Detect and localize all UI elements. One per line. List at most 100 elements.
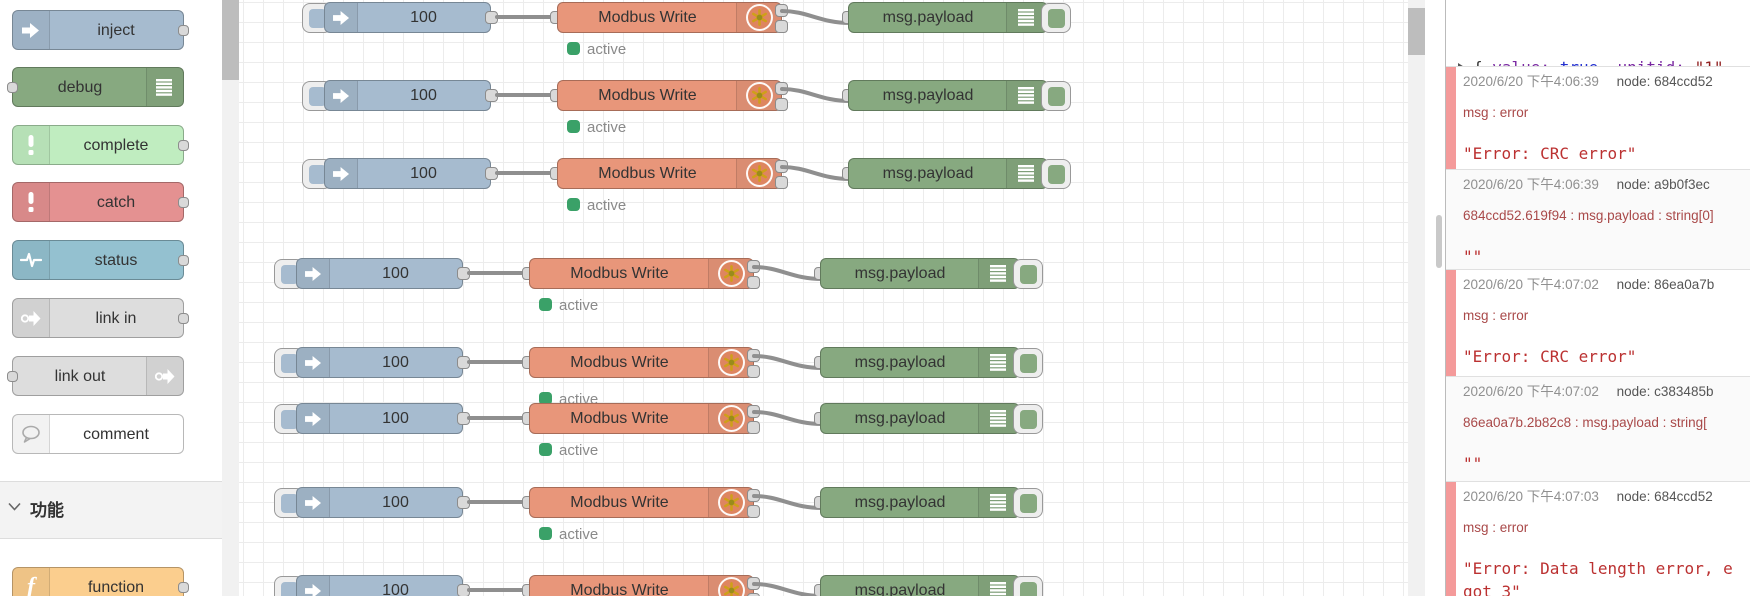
modbus-icon-section <box>708 488 753 517</box>
sidebar-scrollbar-thumb[interactable] <box>1436 215 1442 268</box>
palette-node-comment[interactable]: comment <box>12 414 184 454</box>
chevron-down-icon[interactable] <box>8 502 21 511</box>
debug-toggle-button[interactable] <box>1041 159 1071 189</box>
palette-node-inject[interactable]: inject <box>12 10 189 50</box>
palette-node-port <box>178 140 189 151</box>
debug-toggle-button[interactable] <box>1013 348 1043 378</box>
palette-node-link-out[interactable]: link out <box>7 356 184 396</box>
debug-lines-icon <box>978 259 1019 288</box>
debug-node[interactable]: msg.payload <box>820 347 1020 378</box>
inject-arrow-icon <box>325 81 358 110</box>
palette-node-port <box>178 313 189 324</box>
inject-node[interactable]: 100 <box>296 403 463 434</box>
debug-toggle-button[interactable] <box>1013 404 1043 434</box>
modbus-write-node[interactable]: Modbus Write <box>557 80 782 111</box>
debug-node[interactable]: msg.payload <box>848 158 1048 189</box>
debug-toggle-button[interactable] <box>1013 576 1043 596</box>
debug-lines-icon <box>1006 81 1047 110</box>
palette-node-complete[interactable]: complete <box>12 125 189 165</box>
output-port[interactable] <box>775 176 788 189</box>
debug-node[interactable]: msg.payload <box>820 575 1020 596</box>
palette-section-function[interactable]: 功能 <box>0 481 222 539</box>
debug-node[interactable]: msg.payload <box>848 2 1048 33</box>
inject-node[interactable]: 100 <box>324 2 491 33</box>
flow-canvas[interactable]: 100 Modbus Write msg.payload <box>239 0 1408 596</box>
output-port[interactable] <box>775 20 788 33</box>
modbus-write-node[interactable]: Modbus Write <box>529 347 754 378</box>
modbus-icon-section <box>708 259 753 288</box>
flow-row: 100 Modbus Write msg.payload <box>274 403 1064 465</box>
canvas-scrollbar-thumb[interactable] <box>1408 8 1425 55</box>
palette-node-function[interactable]: f function <box>12 567 189 596</box>
palette-node-catch[interactable]: catch <box>12 182 189 222</box>
palette-node-label: comment <box>83 426 149 443</box>
palette-node-port <box>178 197 189 208</box>
inject-node[interactable]: 100 <box>296 347 463 378</box>
palette-node-link-in[interactable]: link in <box>12 298 189 338</box>
modbus-write-node[interactable]: Modbus Write <box>529 487 754 518</box>
palette-section-label: 功能 <box>30 501 64 520</box>
debug-toggle-button[interactable] <box>1041 3 1071 33</box>
node-id: node: 684ccd52 <box>1616 74 1713 89</box>
inject-node[interactable]: 100 <box>296 487 463 518</box>
output-port[interactable] <box>747 593 760 596</box>
debug-toggle-fill <box>1019 409 1037 429</box>
status-dot-icon <box>567 198 580 211</box>
debug-lines-icon <box>978 404 1019 433</box>
inject-node[interactable]: 100 <box>296 575 463 596</box>
palette-node-status[interactable]: status <box>12 240 189 280</box>
timestamp: 2020/6/20 下午4:07:02 <box>1463 384 1599 399</box>
debug-message[interactable]: 2020/6/20 下午4:06:39 node: 684ccd52 msg :… <box>1446 67 1750 170</box>
output-port[interactable] <box>747 505 760 518</box>
modbus-node-label: Modbus Write <box>570 410 669 427</box>
debug-message[interactable]: 2020/6/20 下午4:07:03 node: 684ccd52 msg :… <box>1446 482 1750 596</box>
debug-message[interactable]: 2020/6/20 下午4:07:02 node: 86ea0a7b msg :… <box>1446 270 1750 377</box>
output-port[interactable] <box>747 365 760 378</box>
wire <box>495 93 552 97</box>
status-dot-icon <box>539 443 552 456</box>
message-property-path: 86ea0a7b.2b82c8 : msg.payload : string[ <box>1463 415 1707 430</box>
debug-message[interactable]: 2020/6/20 下午4:07:02 node: c383485b 86ea0… <box>1446 377 1750 482</box>
modbus-flower-icon <box>745 160 773 187</box>
debug-message[interactable]: 2020/6/20 下午4:06:39 node: a9b0f3ec 684cc… <box>1446 170 1750 270</box>
output-port[interactable] <box>775 98 788 111</box>
inject-arrow-icon <box>297 259 330 288</box>
inject-button-fill <box>280 409 298 429</box>
debug-node[interactable]: msg.payload <box>848 80 1048 111</box>
debug-message-meta: 2020/6/20 下午4:06:39 node: 684ccd52 <box>1463 73 1746 91</box>
palette-node-debug[interactable]: debug <box>7 67 184 107</box>
function-f-icon: f <box>27 574 35 596</box>
debug-toggle-button[interactable] <box>1013 259 1043 289</box>
palette-node-label: debug <box>57 79 103 96</box>
debug-toggle-button[interactable] <box>1041 81 1071 111</box>
node-id: node: 86ea0a7b <box>1616 277 1715 292</box>
modbus-write-node[interactable]: Modbus Write <box>529 403 754 434</box>
inject-node[interactable]: 100 <box>296 258 463 289</box>
palette-scrollbar-thumb[interactable] <box>222 0 239 80</box>
output-port[interactable] <box>747 276 760 289</box>
expand-caret-icon[interactable] <box>1458 63 1466 66</box>
debug-message-meta: 2020/6/20 下午4:06:39 node: a9b0f3ec <box>1463 176 1746 194</box>
wire <box>495 171 552 175</box>
modbus-write-node[interactable]: Modbus Write <box>557 2 782 33</box>
message-property-path: msg : error <box>1463 520 1529 535</box>
debug-node[interactable]: msg.payload <box>820 403 1020 434</box>
flow-row: 100 Modbus Write msg.payload <box>302 80 1092 142</box>
debug-message-meta: 2020/6/20 下午4:07:02 node: 86ea0a7b <box>1463 276 1746 294</box>
debug-toggle-fill <box>1047 8 1065 28</box>
modbus-node-label: Modbus Write <box>598 9 697 26</box>
output-port[interactable] <box>747 421 760 434</box>
debug-node[interactable]: msg.payload <box>820 487 1020 518</box>
debug-toggle-button[interactable] <box>1013 488 1043 518</box>
status-text: active <box>559 526 599 543</box>
modbus-write-node[interactable]: Modbus Write <box>529 575 754 596</box>
inject-node[interactable]: 100 <box>324 158 491 189</box>
message-body: "Error: CRC error" <box>1463 347 1637 366</box>
debug-toggle-fill <box>1019 353 1037 373</box>
modbus-write-node[interactable]: Modbus Write <box>529 258 754 289</box>
palette-node-label: catch <box>96 194 136 211</box>
debug-node[interactable]: msg.payload <box>820 258 1020 289</box>
modbus-write-node[interactable]: Modbus Write <box>557 158 782 189</box>
inject-node[interactable]: 100 <box>324 80 491 111</box>
modbus-node-label: Modbus Write <box>570 494 669 511</box>
